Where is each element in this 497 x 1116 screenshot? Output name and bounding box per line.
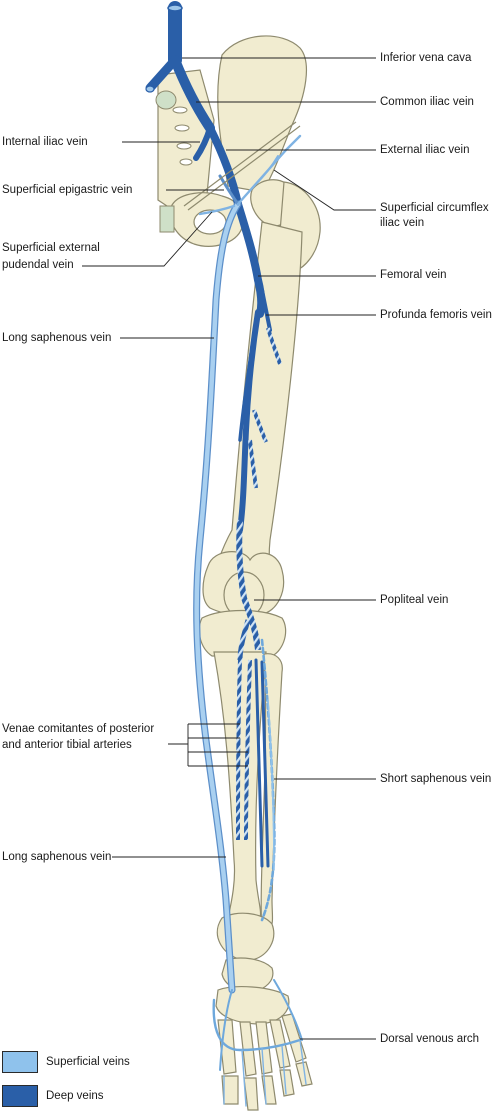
sacral-foramina <box>172 106 193 166</box>
label-femoral-vein: Femoral vein <box>380 269 447 281</box>
label-venae-comitantes-line1: Venae comitantes of posterior <box>2 723 155 735</box>
phalanx-2 <box>243 1077 259 1111</box>
label-venae-comitantes-line2: and anterior tibial arteries <box>2 739 132 751</box>
label-popliteal-vein: Popliteal vein <box>380 594 449 606</box>
label-superficial-external-pudendal-vein-line2: pudendal vein <box>2 259 74 271</box>
femoral-adductor-segment <box>236 519 247 599</box>
label-superficial-external-pudendal-vein-line1: Superficial external <box>2 242 100 254</box>
phalanx-4 <box>279 1069 295 1097</box>
femoral-vessel <box>234 200 266 318</box>
legend-swatch-superficial <box>2 1051 38 1073</box>
deep-veins-hidden-segments <box>236 327 282 841</box>
label-common-iliac-vein: Common iliac vein <box>380 96 474 108</box>
label-profunda-femoris-vein: Profunda femoris vein <box>380 309 492 321</box>
label-superficial-circumflex-iliac-vein-line1: Superficial circumflex <box>380 202 489 214</box>
deep-veins <box>145 1 272 533</box>
label-dorsal-venous-arch: Dorsal venous arch <box>380 1033 480 1045</box>
leader-lines <box>82 57 376 1040</box>
leader-superficial-external-pudendal <box>82 211 213 267</box>
sacral-promontory <box>155 90 177 110</box>
anterior-tibial-comitans <box>244 659 252 841</box>
label-long-saphenous-vein-upper: Long saphenous vein <box>2 332 112 344</box>
ivc-lumen <box>167 4 183 12</box>
label-external-iliac-vein: External iliac vein <box>380 144 470 156</box>
peroneal-vessel-2 <box>260 660 270 868</box>
metatarsal-4 <box>269 1019 291 1069</box>
posterior-tibial-comitans <box>236 659 242 841</box>
profunda-branch-2 <box>252 409 268 443</box>
popliteal-branch <box>237 619 251 661</box>
leader-superficial-circumflex <box>273 169 376 211</box>
cuneiforms <box>215 986 290 1025</box>
label-superficial-circumflex-iliac-vein-line2: iliac vein <box>380 217 425 229</box>
profunda-branch-3 <box>248 439 258 489</box>
label-short-saphenous-vein: Short saphenous vein <box>380 773 492 785</box>
peroneal-vessel-1 <box>254 658 264 868</box>
superficial-external-pudendal-vessel <box>198 204 236 216</box>
legend-swatch-deep <box>2 1085 38 1107</box>
legend-item-superficial-veins: Superficial veins <box>2 1050 130 1074</box>
profunda-vessel <box>260 288 272 332</box>
inguinal-ligament <box>183 121 301 211</box>
dorsal-venous-arch-vessel <box>212 998 302 1052</box>
femoral-branch-left <box>238 318 258 442</box>
label-long-saphenous-vein-lower: Long saphenous vein <box>2 851 112 863</box>
deep-tibial-veins <box>254 658 270 868</box>
legend-label-deep: Deep veins <box>46 1090 104 1102</box>
leader-venae-comitantes <box>168 723 248 767</box>
profunda-branch-1 <box>266 327 282 365</box>
legend-item-deep-veins: Deep veins <box>2 1084 104 1108</box>
popliteal-segment <box>241 597 261 651</box>
external-iliac-vessel <box>206 124 242 208</box>
label-internal-iliac-vein: Internal iliac vein <box>2 136 88 148</box>
long-saphenous-vessel <box>194 201 241 993</box>
left-common-iliac <box>145 55 180 93</box>
metatarsal-5 <box>281 1013 307 1063</box>
label-superficial-epigastric-vein: Superficial epigastric vein <box>2 184 133 196</box>
label-inferior-vena-cava: Inferior vena cava <box>380 52 472 64</box>
vertebra-block <box>159 205 175 233</box>
legend-label-superficial: Superficial veins <box>46 1056 130 1068</box>
common-iliac-vessel <box>170 55 215 133</box>
